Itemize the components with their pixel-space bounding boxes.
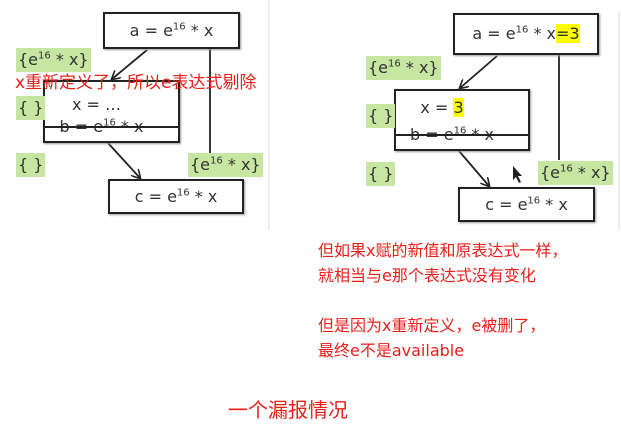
edge-b-c [107,142,140,178]
highlight-value: 3 [453,98,464,117]
fact-label-mid: { } [16,96,46,120]
fact-label-bottom: { } [16,153,46,177]
block-c: c = e16 * x [458,187,595,222]
note-line: 但是因为x重新定义，e被删了， [318,316,546,335]
fact-label-top: {e16 * x} [16,48,91,72]
fact-label-right: {e16 * x} [538,161,613,185]
annotation-text: x重新定义了，所以e表达式剔除 [15,73,257,93]
highlight-value: =3 [556,24,580,43]
edge-b-c [458,150,489,186]
note-line: 最终e不是available [318,341,465,360]
note-line: 就相当与e那个表达式没有变化 [318,266,536,285]
note-line: 但如果x赋的新值和原表达式一样， [318,241,568,260]
edge-a-b [460,55,498,88]
fact-label-bottom: { } [366,162,396,186]
block-b: x = … b = e16 * x [43,80,180,143]
caption: 一个漏报情况 [228,398,348,422]
fact-label-mid: { } [366,104,396,128]
fact-label-top: {e16 * x} [366,56,441,80]
block-a: a = e16 * x [103,12,240,49]
block-c: c = e16 * x [108,179,244,214]
block-a: a = e16 * x=3 [453,13,599,55]
edge-a-b [112,49,148,79]
cursor-icon [513,166,522,183]
block-b: x = 3 b = e16 * x [394,89,530,151]
fact-label-right: {e16 * x} [188,153,263,177]
